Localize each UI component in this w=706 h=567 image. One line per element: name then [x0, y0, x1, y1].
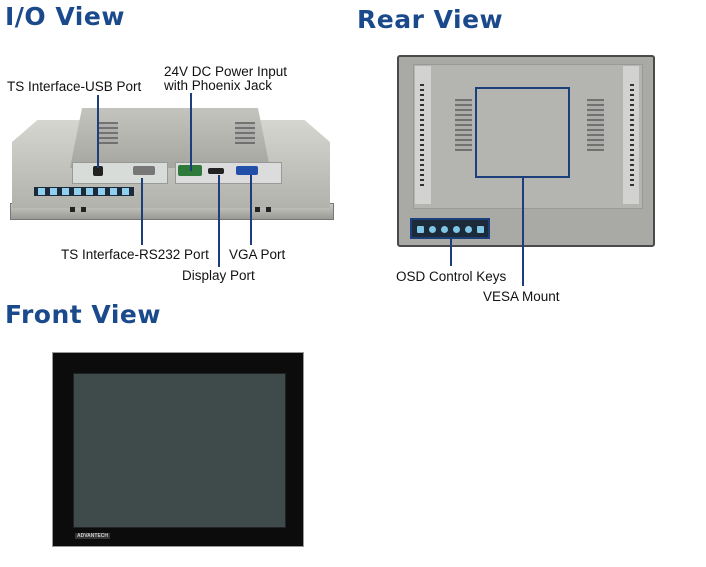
rs232-callout-line: [141, 178, 143, 245]
phoenix-jack-label: with Phoenix Jack: [164, 78, 273, 93]
display-port-callout-line: [218, 175, 220, 267]
rs232-port-label: TS Interface-RS232 Port: [61, 247, 209, 262]
front-view-device-image: ADVANTECH: [52, 352, 304, 547]
vga-callout-line: [250, 175, 252, 245]
vga-port-label: VGA Port: [229, 247, 286, 262]
front-view-title: Front View: [5, 300, 161, 329]
brand-logo: ADVANTECH: [75, 533, 111, 539]
usb-port-label: TS Interface-USB Port: [7, 79, 142, 94]
vesa-callout-line: [522, 178, 524, 286]
osd-callout-line: [450, 239, 452, 266]
power-callout-line: [190, 93, 192, 171]
io-view-device-image: [10, 108, 334, 220]
vesa-mount-highlight: [475, 87, 570, 178]
io-view-title: I/O View: [5, 2, 125, 31]
osd-keys-highlight: [410, 218, 490, 239]
rear-view-title: Rear View: [357, 5, 504, 34]
vesa-mount-label: VESA Mount: [483, 289, 560, 304]
power-input-label: 24V DC Power Input: [164, 64, 288, 79]
osd-control-keys-label: OSD Control Keys: [396, 269, 507, 284]
display-screen: [73, 373, 286, 528]
display-port-label: Display Port: [182, 268, 255, 283]
usb-callout-line: [97, 95, 99, 168]
